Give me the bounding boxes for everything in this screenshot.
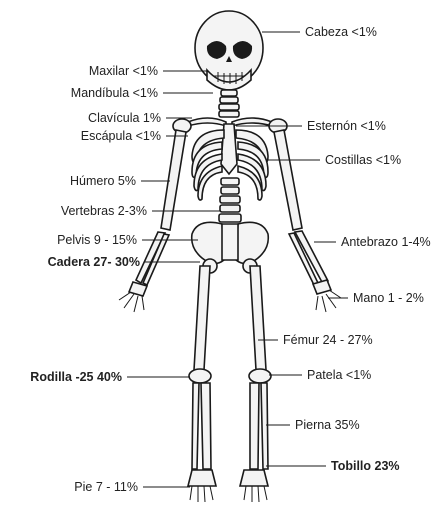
left-leg: [188, 266, 216, 502]
label-mandibula: Mandíbula <1%: [71, 86, 158, 100]
right-leg: [240, 266, 271, 502]
label-rodilla: Rodilla -25 40%: [30, 370, 122, 384]
label-tobillo: Tobillo 23%: [331, 459, 400, 473]
cervical-spine: [219, 90, 239, 117]
label-cabeza: Cabeza <1%: [305, 25, 377, 39]
label-escapula: Escápula <1%: [81, 129, 161, 143]
label-mano: Mano 1 - 2%: [353, 291, 424, 305]
skull: [195, 11, 263, 90]
label-vertebras: Vertebras 2-3%: [61, 204, 147, 218]
label-esternon: Esternón <1%: [307, 119, 386, 133]
label-humero: Húmero 5%: [70, 174, 136, 188]
label-patela: Patela <1%: [307, 368, 371, 382]
label-antebrazo: Antebrazo 1-4%: [341, 235, 431, 249]
label-costillas: Costillas <1%: [325, 153, 401, 167]
spine: [219, 178, 241, 222]
label-pie: Pie 7 - 11%: [74, 480, 138, 494]
label-femur: Fémur 24 - 27%: [283, 333, 373, 347]
label-maxilar: Maxilar <1%: [89, 64, 158, 78]
label-pelvis: Pelvis 9 - 15%: [57, 233, 137, 247]
label-cadera: Cadera 27- 30%: [48, 255, 140, 269]
right-arm: [269, 119, 341, 312]
label-pierna: Pierna 35%: [295, 418, 360, 432]
label-clavicula: Clavícula 1%: [88, 111, 161, 125]
